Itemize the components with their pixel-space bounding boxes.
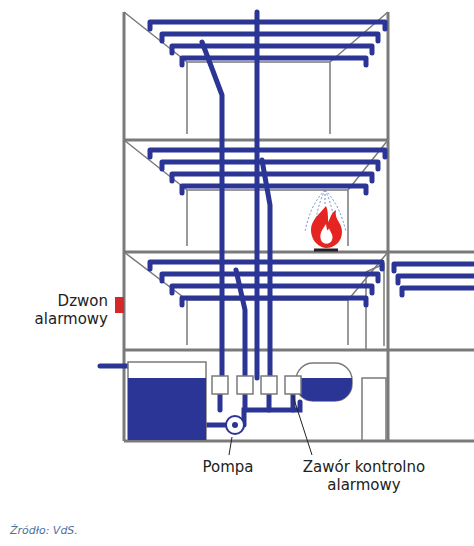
fire-symbol-part <box>320 224 332 244</box>
building-walls <box>124 12 474 441</box>
fire-symbol-part <box>311 206 342 248</box>
valve-boxes-part <box>285 376 301 394</box>
building-walls-part <box>388 252 474 441</box>
fire-symbol-part <box>314 249 338 252</box>
valve-boxes <box>212 376 301 394</box>
leader-lines-part <box>293 396 312 455</box>
building-walls-part <box>362 378 386 441</box>
leader-lines <box>229 396 312 455</box>
valve-boxes-part <box>237 376 253 394</box>
pump-symbol <box>226 416 244 434</box>
pressure-tank <box>296 363 352 402</box>
pump-symbol-part <box>232 422 238 428</box>
part-label: Pompa <box>196 458 260 476</box>
pump-symbol-part <box>226 416 244 434</box>
pressure-tank-part <box>296 378 352 401</box>
sprinkler-pipes-part <box>255 12 260 378</box>
sprinkler-pipes-part <box>150 22 385 65</box>
sprinkler-pipes-part <box>220 393 293 410</box>
valve-boxes-part <box>212 376 228 394</box>
sprinkler-pipes-part <box>236 270 245 378</box>
sprinkler-pipes-part <box>394 264 474 295</box>
sprinkler-pipes-part <box>202 42 222 378</box>
leader-lines-part <box>229 437 232 455</box>
water-tank-part <box>128 378 206 440</box>
sprinkler-pipes-part <box>262 160 270 378</box>
alarm-bell <box>115 297 124 313</box>
water-tank-part <box>128 362 206 440</box>
fire-symbol <box>311 206 342 250</box>
part-label: Zawór kontrolno alarmowy <box>290 458 438 494</box>
water-tank <box>128 362 206 440</box>
pressure-tank-part <box>296 363 352 401</box>
valve-boxes-part <box>261 376 277 394</box>
source-note: Źródło: VdS. <box>10 524 170 537</box>
sprinkler-pipes-part <box>150 262 382 305</box>
building-walls-part <box>366 264 384 350</box>
building-walls-part <box>124 12 388 441</box>
part-label: Dzwon alarmowy <box>22 292 108 328</box>
